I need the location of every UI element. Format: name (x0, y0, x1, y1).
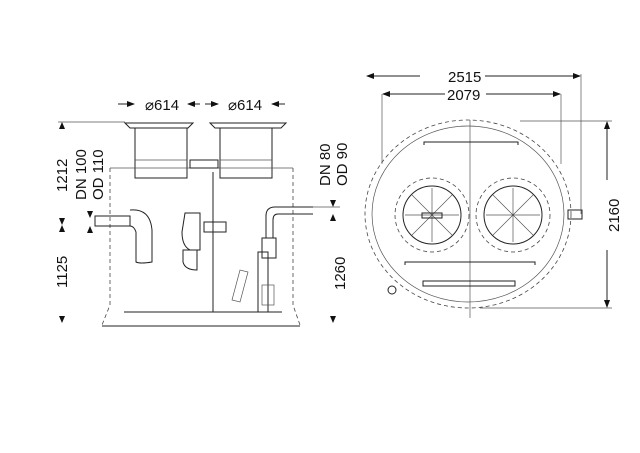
inlet-od: OD 110 (90, 149, 107, 200)
tank-body (101, 159, 301, 327)
overall-depth: 2160 (606, 199, 623, 232)
manhole-left (394, 177, 470, 253)
overall-width: 2515 (448, 69, 481, 86)
cover-left-diameter: ⌀614 (145, 97, 179, 114)
height-top: 1212 (54, 159, 71, 192)
height-bottom: 1125 (54, 256, 71, 288)
cover-right-diameter: ⌀614 (228, 97, 262, 114)
baffle (181, 212, 227, 271)
outlet-od: OD 90 (334, 143, 351, 186)
cover-left (123, 122, 195, 179)
inlet-pipe (94, 209, 153, 264)
manhole-right (475, 177, 551, 253)
cover-right (208, 122, 288, 179)
side-view: ⌀614 ⌀614 1212 1125 DN 100 OD 110 DN 80 … (54, 97, 351, 327)
outlet-dn: DN 80 (317, 143, 334, 186)
outlet-pipe (231, 206, 313, 313)
outlet-height: 1260 (332, 257, 349, 290)
top-view: 2515 2079 2160 (364, 69, 623, 318)
tank-outline (364, 119, 572, 309)
inner-width: 2079 (447, 87, 480, 104)
inlet-dn: DN 100 (73, 149, 90, 200)
